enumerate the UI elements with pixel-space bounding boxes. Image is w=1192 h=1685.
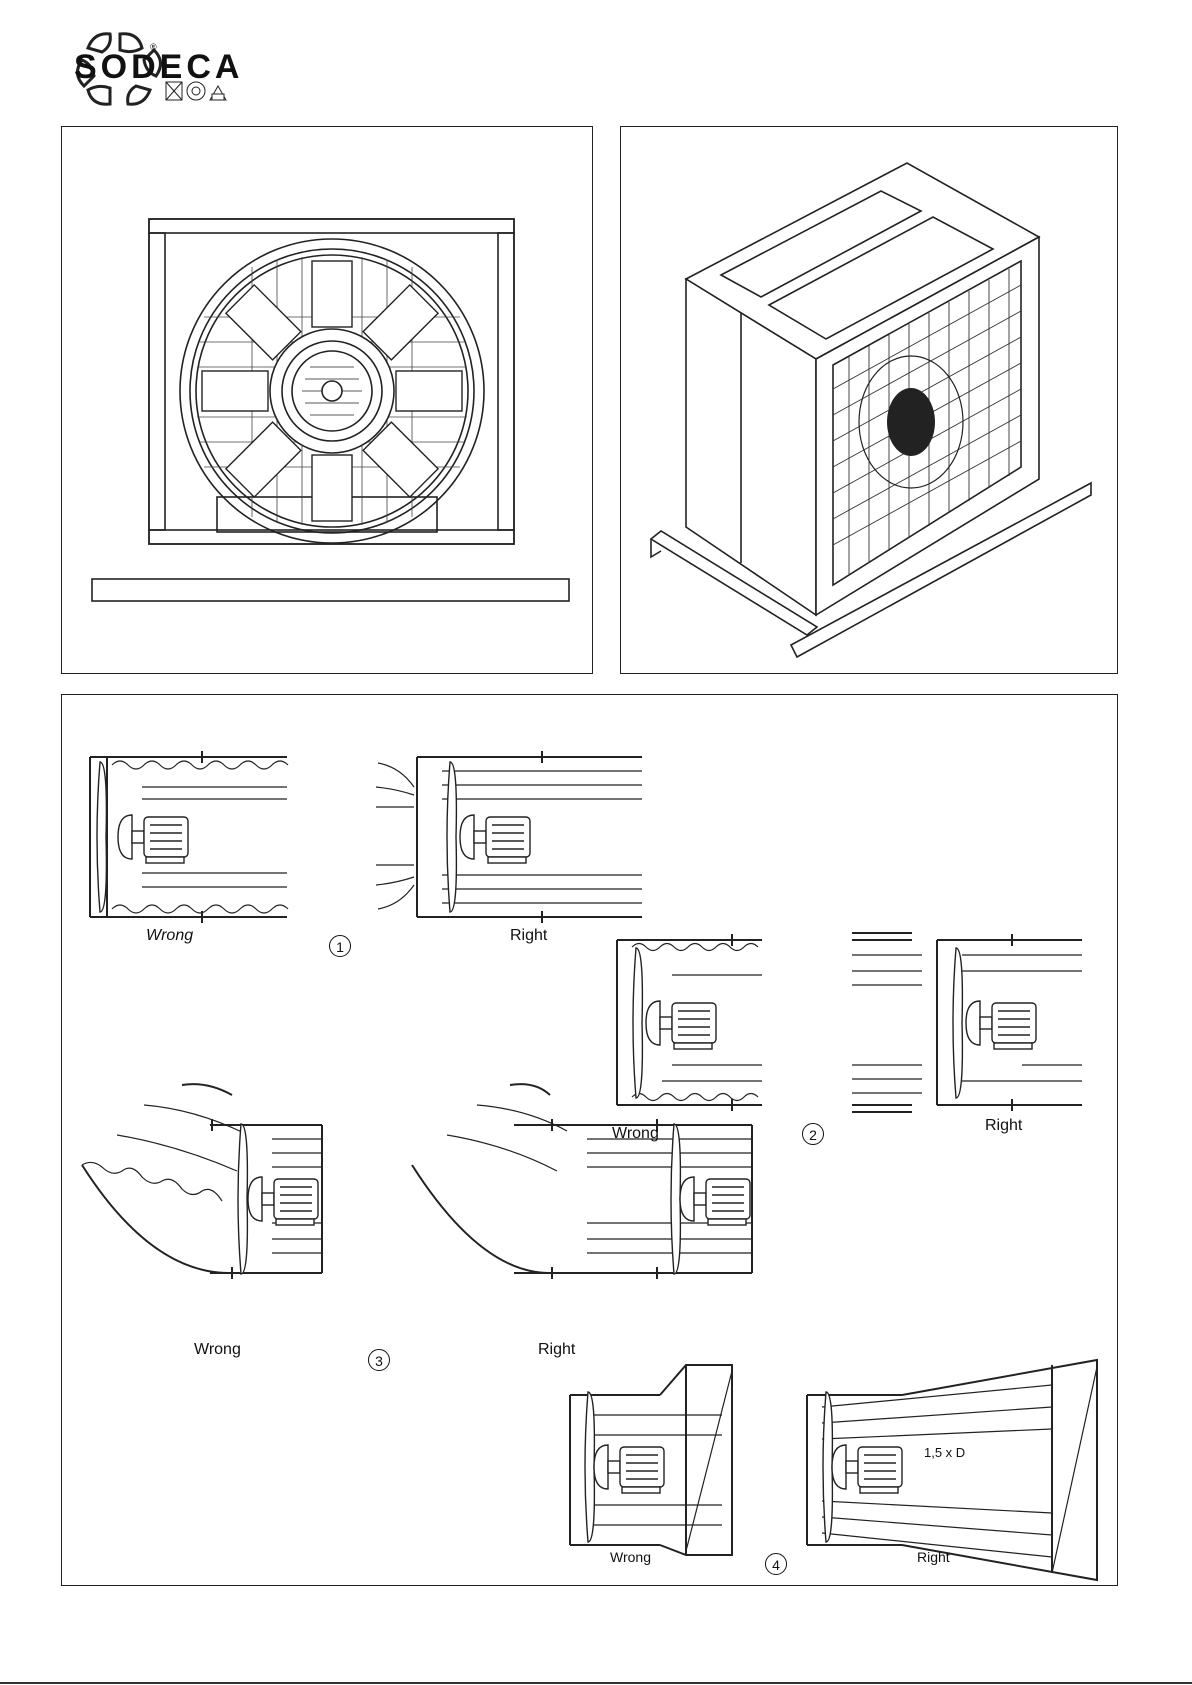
registered-mark: ® (150, 42, 157, 52)
diagram-4-right-label: Right (917, 1549, 950, 1565)
diagram-3-number: 3 (368, 1349, 390, 1371)
diagram-3-right-label: Right (538, 1341, 575, 1359)
fan-front-drawing (62, 127, 594, 675)
diagram-1-number: 1 (329, 935, 351, 957)
diagram-3-wrong-label: Wrong (194, 1341, 241, 1359)
diagram-4-wrong-label: Wrong (610, 1549, 651, 1565)
diagram-1-right-label: Right (510, 927, 547, 945)
brand-logo: SODECA ® (70, 28, 260, 110)
fan-box-drawing (621, 127, 1119, 675)
diagram-1-wrong-label: Wrong (146, 927, 193, 945)
diagram-2-right-label: Right (985, 1117, 1022, 1135)
installation-diagrams-panel: Wrong 1 Right Wrong 2 Right Wrong 3 Righ… (61, 694, 1118, 1586)
diagram-4-number: 4 (765, 1553, 787, 1575)
diagram-2-wrong-label: Wrong (612, 1125, 659, 1143)
fan-box-isometric-panel (620, 126, 1118, 674)
diagram-2-number: 2 (802, 1123, 824, 1145)
fan-front-view-panel (61, 126, 593, 674)
page-bottom-rule (0, 1682, 1192, 1684)
brand-wordmark: SODECA (74, 48, 243, 87)
diagram-4-dim-label: 1,5 x D (924, 1445, 965, 1460)
